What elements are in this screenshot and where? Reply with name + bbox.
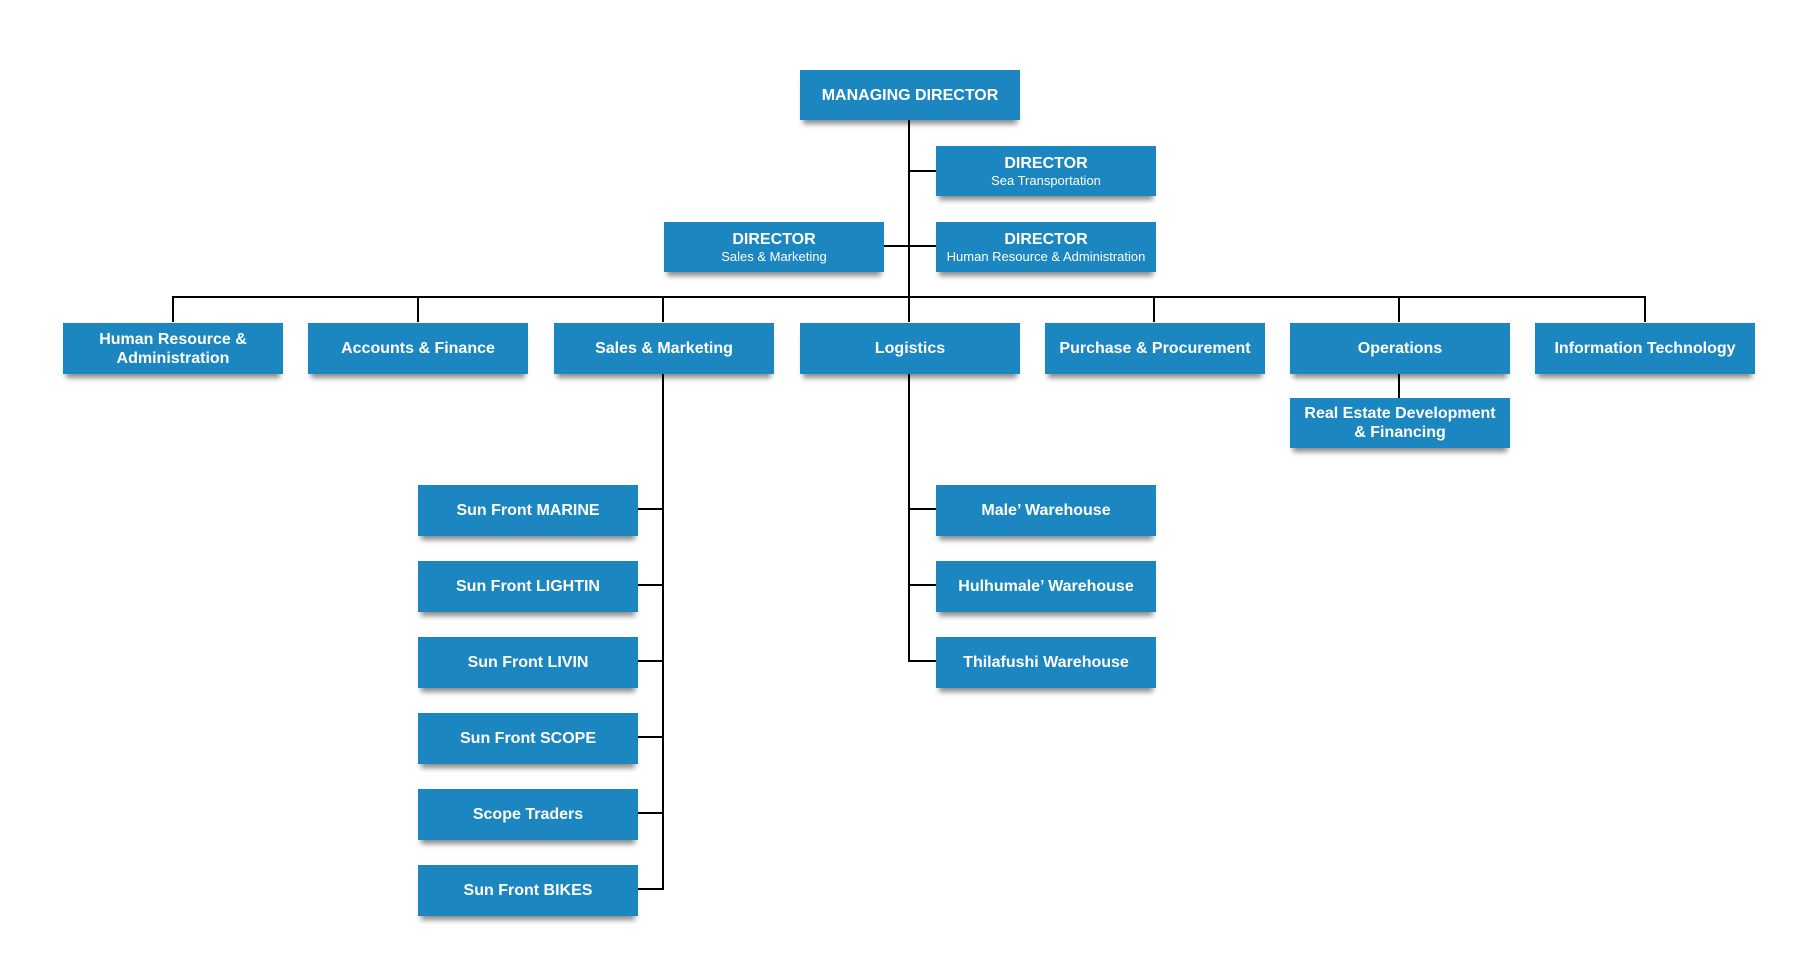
sales-unit-label: Sun Front LIVIN [467,654,589,671]
sales-unit-box: Sun Front SCOPE [418,713,638,764]
dept-hr-admin-box: Human Resource & Administration [63,323,283,374]
director-hr-title: DIRECTOR [1004,230,1088,248]
warehouse-box: Hulhumale’ Warehouse [936,561,1156,612]
managing-director-box: MANAGING DIRECTOR [800,70,1020,120]
sales-unit-label: Sun Front MARINE [456,502,600,519]
dept-sales-label: Sales & Marketing [595,340,733,357]
real-estate-line1: Real Estate Development [1304,405,1496,422]
director-sales-title: DIRECTOR [732,230,816,248]
dept-purchase-procurement-box: Purchase & Procurement [1045,323,1265,374]
director-sea-transportation-box: DIRECTOR Sea Transportation [936,146,1156,196]
director-hr-subtitle: Human Resource & Administration [946,248,1146,264]
dept-information-technology-box: Information Technology [1535,323,1755,374]
dept-operations-label: Operations [1357,340,1443,357]
dept-sales-marketing-box: Sales & Marketing [554,323,774,374]
dept-accounts-label: Accounts & Finance [341,340,495,357]
sales-unit-label: Sun Front SCOPE [460,730,596,747]
dept-hr-line1: Human Resource & [99,330,247,348]
warehouse-label: Thilafushi Warehouse [963,654,1129,671]
warehouse-box: Male’ Warehouse [936,485,1156,536]
warehouse-label: Hulhumale’ Warehouse [958,578,1134,595]
dept-logistics-label: Logistics [874,340,946,357]
sales-unit-label: Sun Front BIKES [463,882,593,899]
sales-unit-box: Sun Front BIKES [418,865,638,916]
sales-unit-label: Sun Front LIGHTIN [456,578,600,595]
director-sales-subtitle: Sales & Marketing [721,248,827,264]
dept-purchase-label: Purchase & Procurement [1059,340,1251,357]
warehouse-box: Thilafushi Warehouse [936,637,1156,688]
real-estate-development-box: Real Estate Development & Financing [1290,398,1510,448]
director-sales-marketing-box: DIRECTOR Sales & Marketing [664,222,884,272]
dept-operations-box: Operations [1290,323,1510,374]
dept-it-label: Information Technology [1554,340,1736,357]
sales-unit-box: Sun Front LIVIN [418,637,638,688]
sales-unit-box: Sun Front LIGHTIN [418,561,638,612]
director-hr-admin-box: DIRECTOR Human Resource & Administration [936,222,1156,272]
sales-unit-box: Scope Traders [418,789,638,840]
dept-accounts-finance-box: Accounts & Finance [308,323,528,374]
managing-director-title: MANAGING DIRECTOR [821,86,999,104]
sales-unit-box: Sun Front MARINE [418,485,638,536]
director-sea-subtitle: Sea Transportation [991,172,1101,188]
director-sea-title: DIRECTOR [1004,154,1088,172]
dept-hr-line2: Administration [116,349,230,367]
real-estate-line2: & Financing [1354,424,1446,441]
warehouse-label: Male’ Warehouse [981,502,1111,519]
sales-unit-label: Scope Traders [472,806,584,823]
dept-logistics-box: Logistics [800,323,1020,374]
